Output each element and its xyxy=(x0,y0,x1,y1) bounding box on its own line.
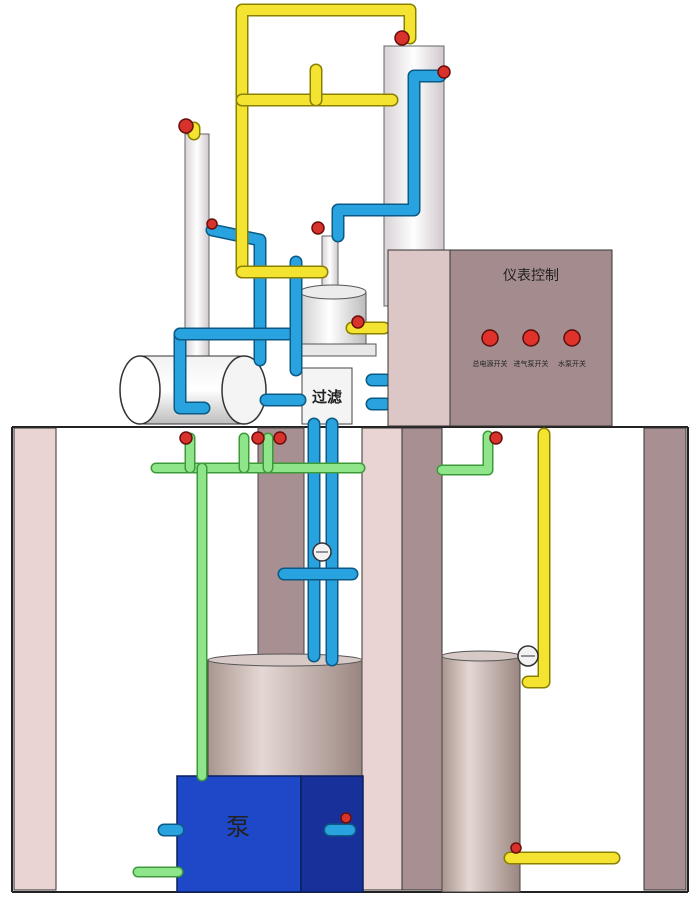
valves xyxy=(178,30,522,854)
control-box: 仪表控制 总电源开关 进气泵开关 水泵开关 xyxy=(387,249,613,427)
air-pump-switch-label: 进气泵开关 xyxy=(514,359,549,368)
water-pipes xyxy=(173,69,447,667)
frame-post-center-light xyxy=(361,427,403,891)
flowmeter-water xyxy=(312,542,332,562)
valve-left-tower[interactable] xyxy=(178,118,194,134)
valve-drain-3[interactable] xyxy=(273,431,287,445)
frame-post-left xyxy=(13,427,57,891)
pump-label: 泵 xyxy=(226,813,250,841)
frame-post-center-dark xyxy=(401,427,443,891)
water-pump-switch-button[interactable] xyxy=(563,329,581,347)
flowmeter-air xyxy=(517,645,539,667)
valve-top-right[interactable] xyxy=(394,30,410,46)
control-box-title: 仪表控制 xyxy=(503,268,559,284)
water-pump-switch-label: 水泵开关 xyxy=(558,359,586,368)
valve-drain-1[interactable] xyxy=(179,431,193,445)
drain-pipes xyxy=(132,430,494,878)
air-pipes xyxy=(187,3,621,865)
valve-column[interactable] xyxy=(311,221,325,235)
frame-post-right xyxy=(643,427,687,891)
filter-box: 过滤 xyxy=(301,367,353,425)
valve-separator[interactable] xyxy=(351,315,365,329)
valve-left-line[interactable] xyxy=(206,218,218,230)
valve-tower-outlet[interactable] xyxy=(437,65,451,79)
power-switch-button[interactable] xyxy=(481,329,499,347)
air-pump-switch-button[interactable] xyxy=(522,329,540,347)
valve-right-tank[interactable] xyxy=(510,842,522,854)
power-switch-label: 总电源开关 xyxy=(473,359,508,368)
valve-pump-outlet[interactable] xyxy=(340,812,352,824)
main-water-tank xyxy=(207,653,363,787)
filter-label: 过滤 xyxy=(312,388,342,406)
valve-drain-2[interactable] xyxy=(251,431,265,445)
absorption-tower-left xyxy=(184,133,210,365)
valve-drain-right[interactable] xyxy=(489,431,503,445)
